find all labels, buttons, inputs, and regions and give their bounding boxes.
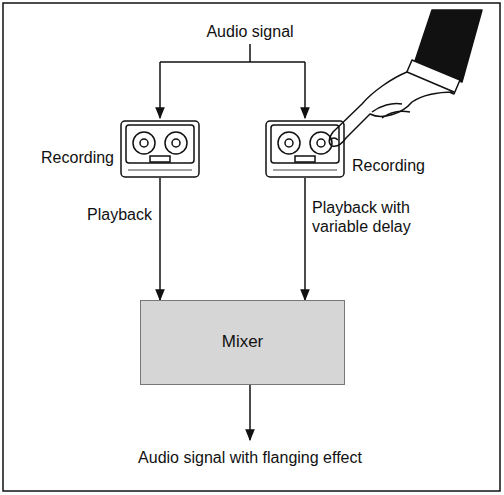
output-arrow — [249, 385, 251, 440]
frame — [3, 3, 500, 491]
signal-label: Audio signal with flanging effect — [138, 448, 362, 467]
signal-label: Audio signal — [206, 22, 293, 41]
signal-connector — [159, 178, 161, 300]
pointing-hand — [329, 10, 482, 146]
tape-recorder: Recording — [120, 120, 200, 178]
box-label: Mixer — [222, 332, 264, 352]
connector-label: Playback — [87, 205, 152, 224]
connector-label: Playback with variable delay — [312, 198, 447, 236]
signal-split — [160, 44, 305, 118]
tape-recorder: Recording — [265, 120, 345, 178]
device-label: Recording — [41, 148, 114, 167]
mixer-box: Mixer — [140, 300, 345, 385]
cassette-icon — [120, 120, 200, 178]
cassette-icon — [265, 120, 345, 178]
signal-connector — [304, 178, 306, 300]
device-label: Recording — [352, 156, 425, 175]
